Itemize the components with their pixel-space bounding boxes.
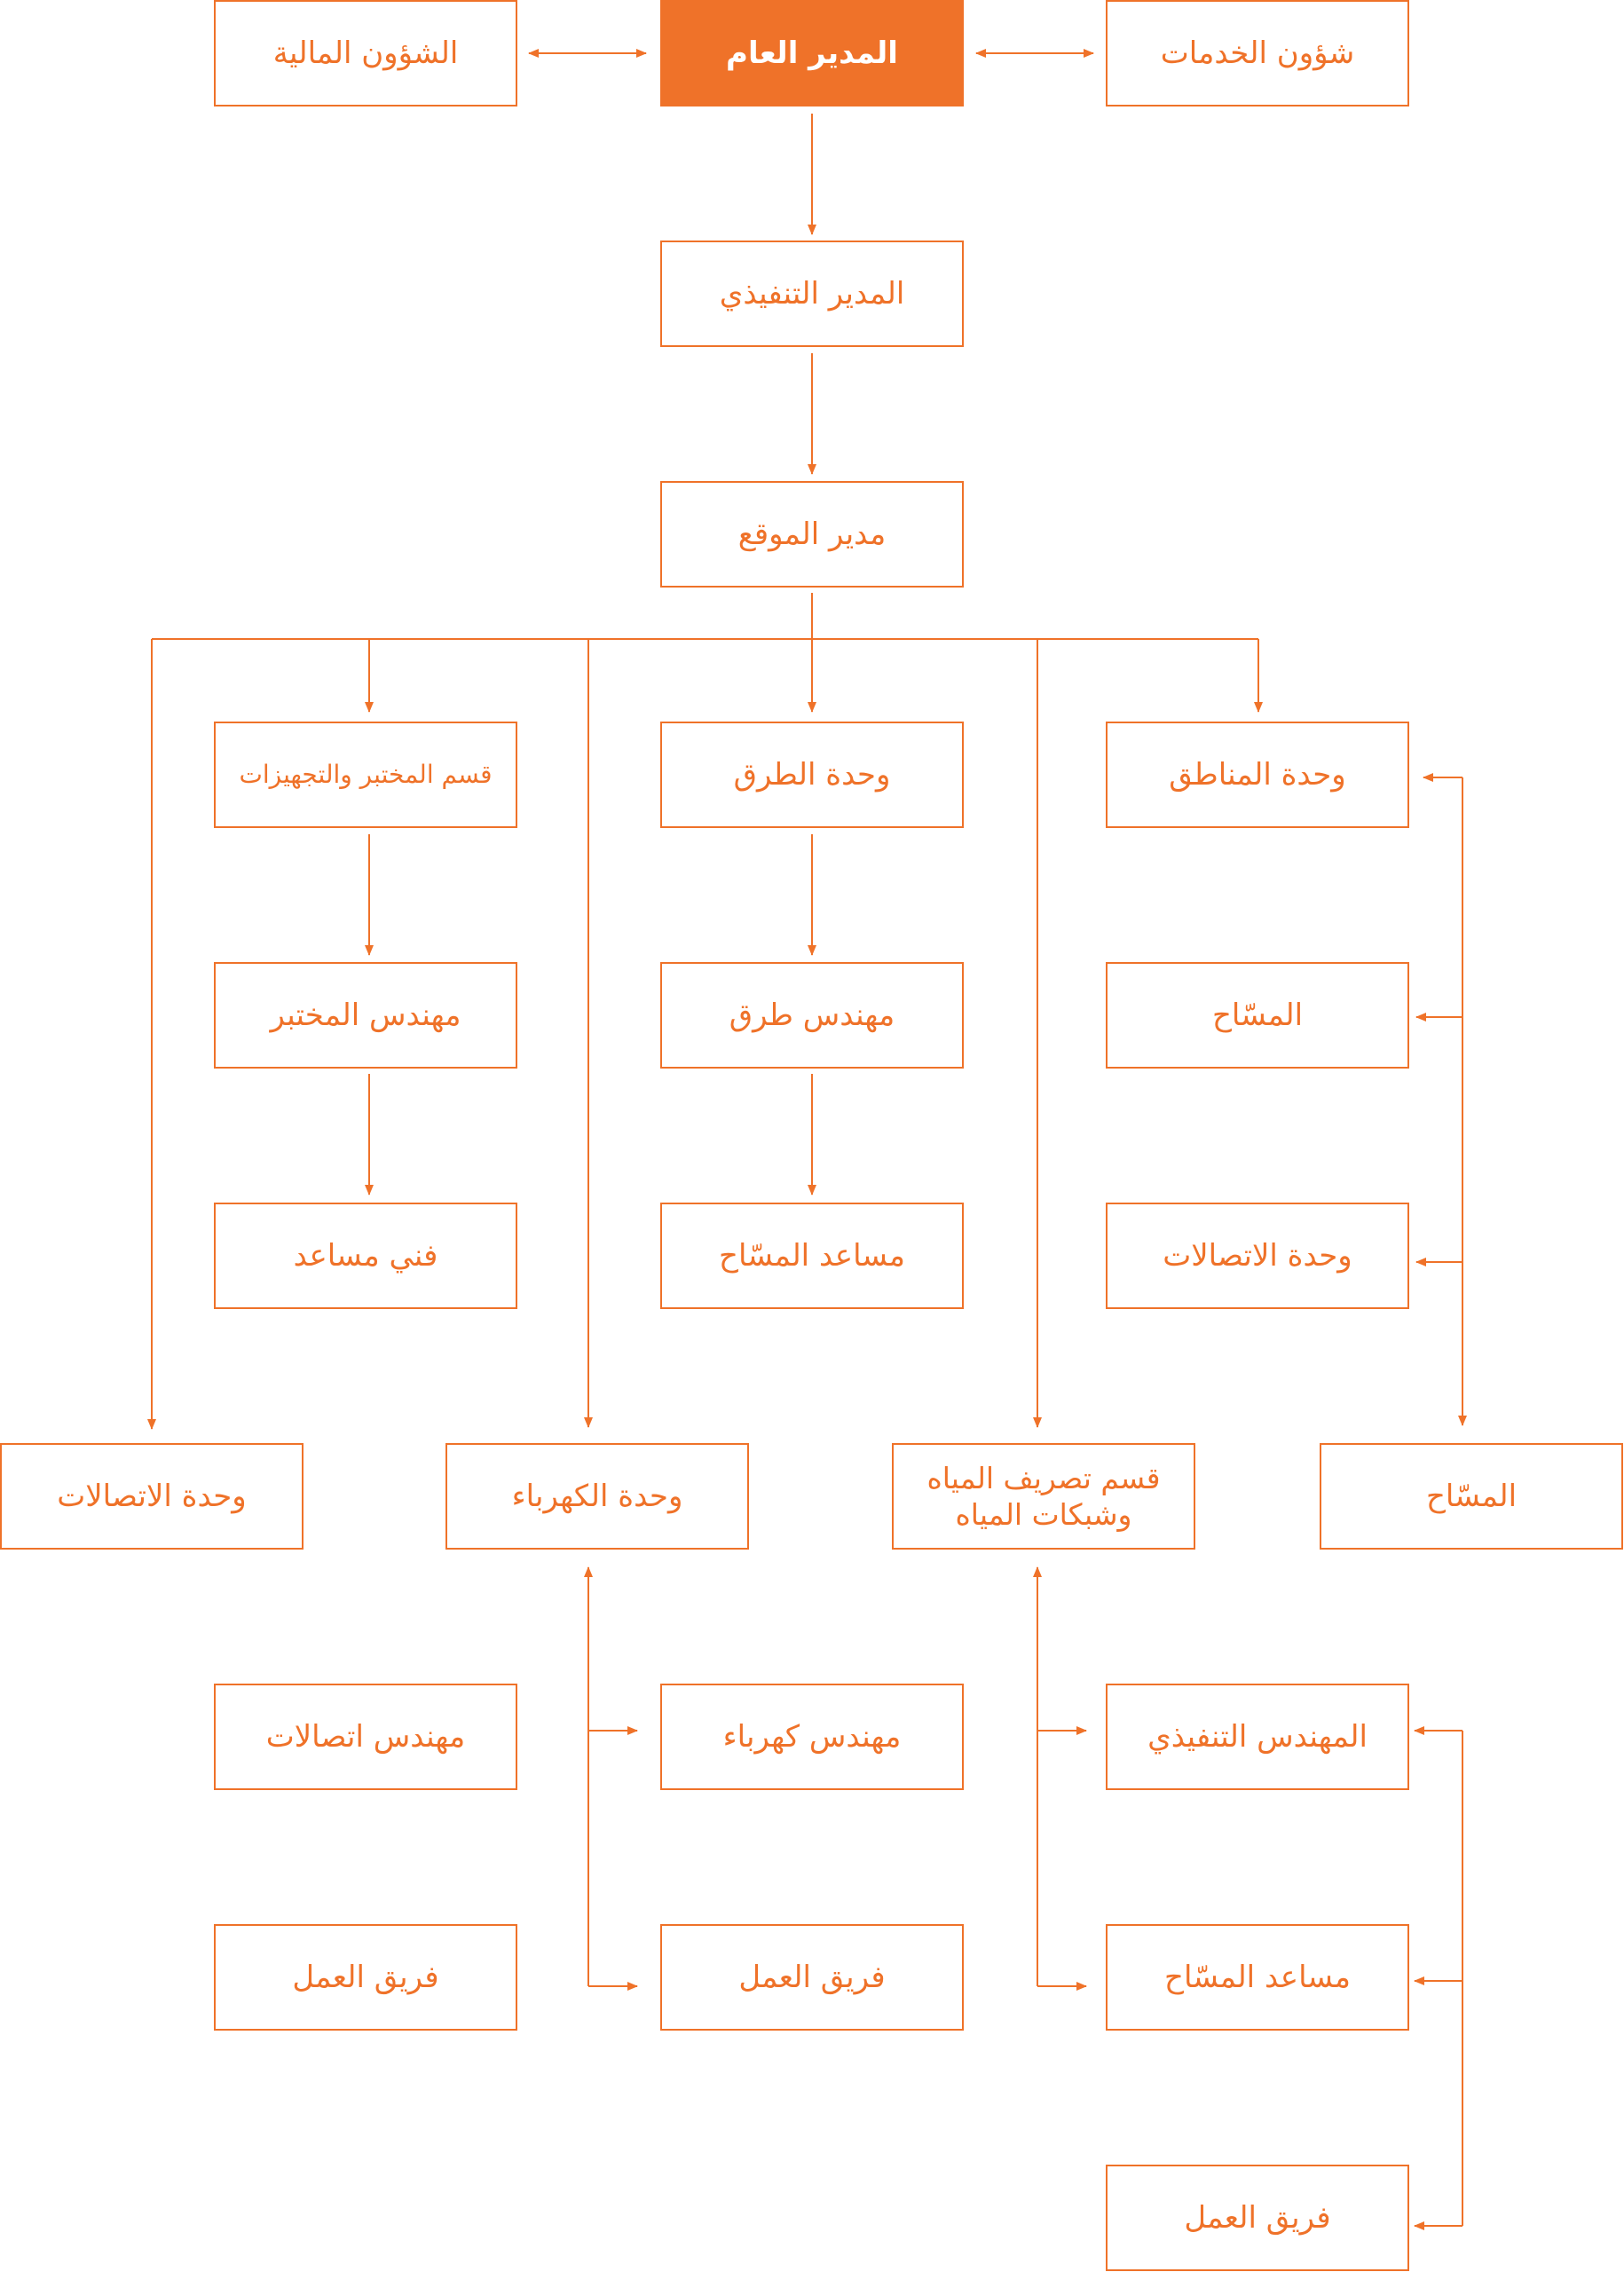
site-manager-node: مدير الموقع [660, 481, 964, 588]
lab-equipment-dept-node: قسم المختبر والتجهيزات [214, 722, 517, 828]
communications-unit-node-1: وحدة الاتصالات [1106, 1203, 1409, 1309]
electrical-engineer-node: مهندس كهرباء [660, 1684, 964, 1790]
road-engineer-node: مهندس طرق [660, 962, 964, 1069]
executive-engineer-node: المهندس التنفيذي [1106, 1684, 1409, 1790]
work-team-node-1: فريق العمل [214, 1924, 517, 2031]
work-team-node-3: فريق العمل [1106, 2165, 1409, 2271]
communications-engineer-node: مهندس اتصالات [214, 1684, 517, 1790]
services-node: شؤون الخدمات [1106, 0, 1409, 106]
lab-engineer-node: مهندس المختبر [214, 962, 517, 1069]
assistant-technician-node: فني مساعد [214, 1203, 517, 1309]
communications-unit-node-2: وحدة الاتصالات [0, 1443, 304, 1550]
roads-unit-node: وحدة الطرق [660, 722, 964, 828]
surveyor-node-1: المسّاح [1106, 962, 1409, 1069]
surveyor-node-2: المسّاح [1320, 1443, 1623, 1550]
general-manager-node: المدير العام [660, 0, 964, 106]
electricity-unit-node: وحدة الكهرباء [445, 1443, 749, 1550]
finance-node: الشؤون المالية [214, 0, 517, 106]
assistant-surveyor-node-2: مساعد المسّاح [1106, 1924, 1409, 2031]
water-dept-node: قسم تصريف المياه وشبكات المياه [892, 1443, 1195, 1550]
assistant-surveyor-node-1: مساعد المسّاح [660, 1203, 964, 1309]
executive-manager-node: المدير التنفيذي [660, 241, 964, 347]
work-team-node-2: فريق العمل [660, 1924, 964, 2031]
areas-unit-node: وحدة المناطق [1106, 722, 1409, 828]
